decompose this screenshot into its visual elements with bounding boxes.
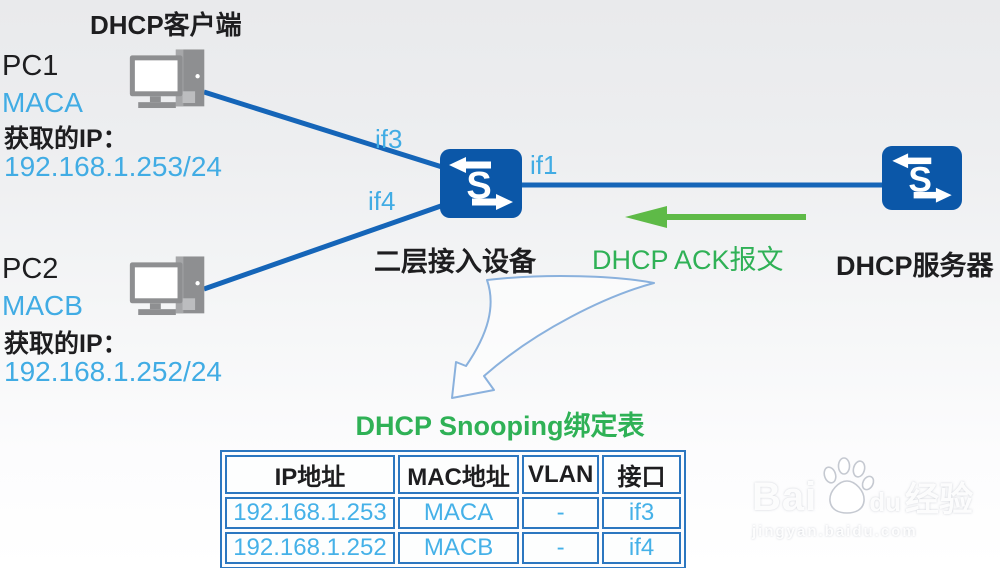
header-interface: 接口 [602, 455, 681, 494]
header-vlan: VLAN [522, 455, 600, 494]
if1-label: if1 [530, 150, 558, 180]
binding-table-title: DHCP Snooping绑定表 [355, 411, 645, 441]
dhcp-ack-label: DHCP ACK报文 [592, 245, 784, 275]
link-pc1-switch [203, 89, 459, 175]
cell-vlan: - [522, 532, 600, 564]
ack-arrow-head [625, 206, 667, 228]
server-letter: S [908, 160, 932, 199]
switch-letter: S [466, 165, 491, 207]
watermark-url: jingyan.baidu.com [752, 523, 918, 540]
header-mac: MAC地址 [397, 455, 520, 494]
dhcp-snooping-binding-table: IP地址 MAC地址 VLAN 接口 192.168.1.253 MACA - … [220, 450, 686, 568]
cell-vlan: - [522, 497, 600, 529]
baidu-paw-icon [823, 457, 875, 514]
curved-callout-arrow [451, 275, 655, 399]
table-row: 192.168.1.252 MACB - if4 [225, 532, 681, 564]
pc2-ip-label: 获取的IP： [4, 330, 128, 358]
switch-arrows-icon: S [449, 157, 513, 210]
cell-interface: if3 [602, 497, 681, 529]
dhcp-server-label: DHCP服务器 [836, 251, 994, 281]
access-switch-label: 二层接入设备 [374, 247, 536, 277]
cell-mac: MACB [397, 532, 520, 564]
pc2-computer-icon [129, 256, 205, 316]
access-switch-icon: S [440, 149, 522, 218]
pc2-name: PC2 [2, 253, 59, 285]
pc1-mac: MACA [2, 87, 83, 118]
dhcp-client-title: DHCP客户端 [90, 10, 242, 40]
if3-label: if3 [375, 124, 403, 154]
baidu-watermark: Bai du 经验 jingyan.baidu.com [752, 455, 973, 540]
watermark-brand-left: Bai [752, 475, 818, 519]
dhcp-server-icon: S [882, 146, 962, 210]
server-arrows-icon: S [892, 153, 952, 203]
pc2-mac: MACB [2, 290, 83, 321]
pc2-ip: 192.168.1.252/24 [4, 356, 222, 387]
cell-ip: 192.168.1.252 [225, 532, 395, 564]
pc1-ip-label: 获取的IP： [4, 125, 128, 153]
cell-interface: if4 [602, 532, 681, 564]
pc1-name: PC1 [2, 50, 59, 82]
pc1-ip: 192.168.1.253/24 [4, 151, 222, 182]
cell-ip: 192.168.1.253 [225, 497, 395, 529]
cell-mac: MACA [397, 497, 520, 529]
pc1-computer-icon [129, 49, 205, 109]
header-ip: IP地址 [225, 455, 395, 494]
table-row: 192.168.1.253 MACA - if3 [225, 497, 681, 529]
table-header-row: IP地址 MAC地址 VLAN 接口 [225, 455, 681, 494]
watermark-suffix: 经验 [905, 481, 974, 519]
watermark-brand-right: du [869, 487, 902, 518]
if4-label: if4 [368, 186, 396, 216]
